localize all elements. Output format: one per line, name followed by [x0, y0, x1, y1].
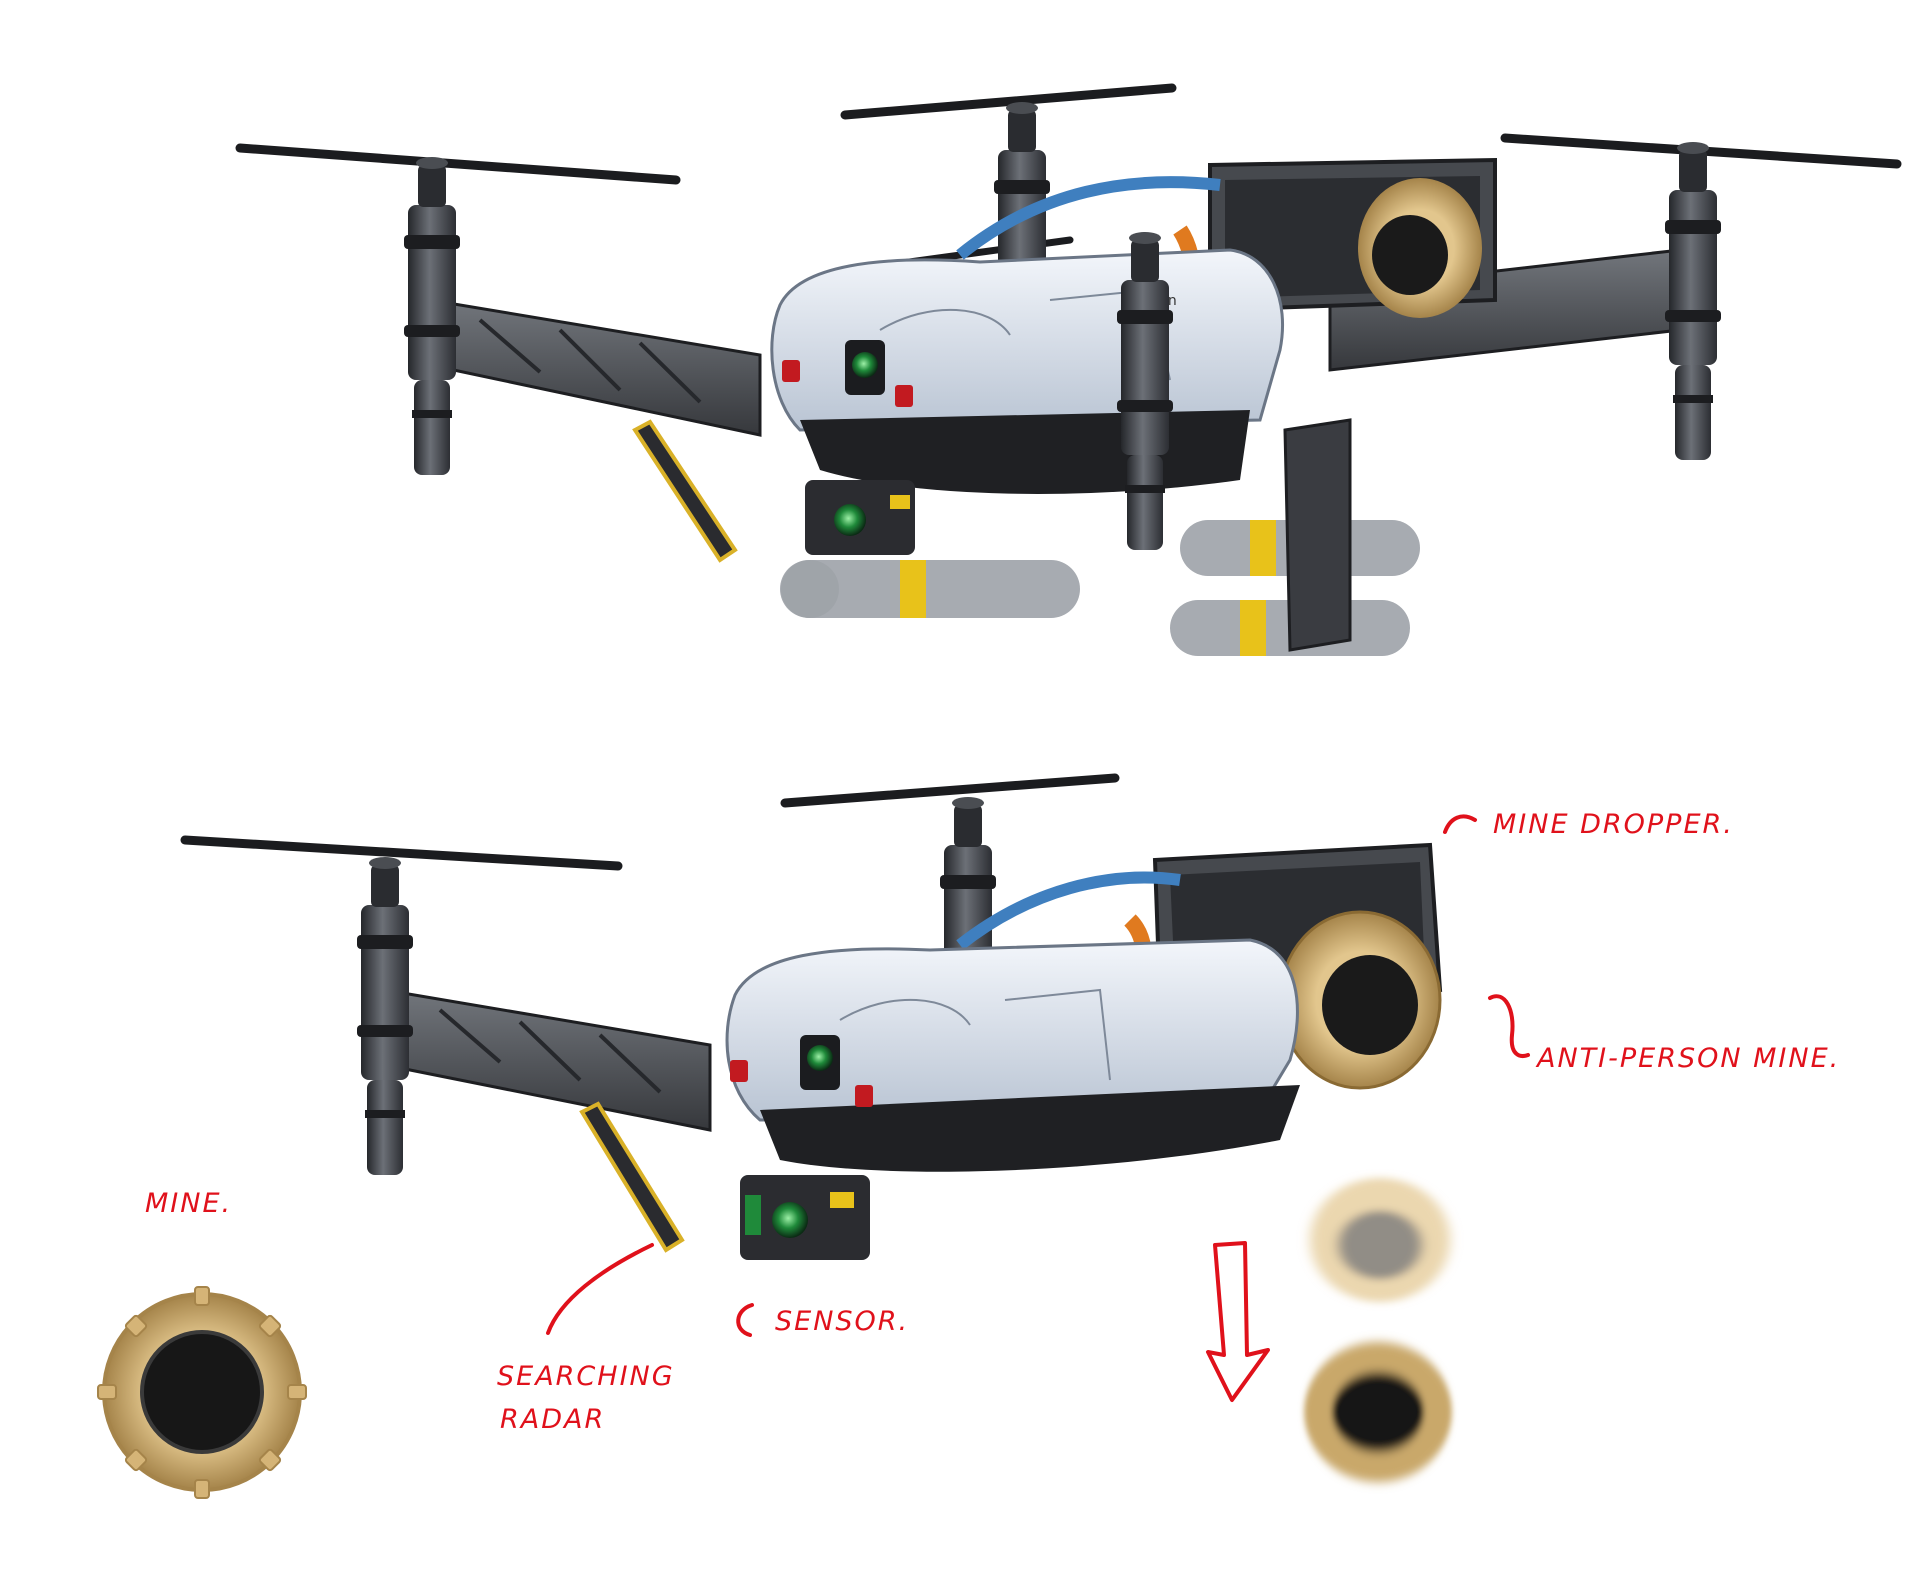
label-anti-person-mine: ANTI-PERSON MINE.	[1535, 1043, 1840, 1074]
sensor-block	[740, 1175, 870, 1260]
falling-mine	[1304, 1342, 1452, 1482]
missile	[780, 560, 1080, 618]
mine-illustration	[97, 1286, 307, 1499]
drone-arm	[383, 988, 712, 1132]
camera-lens-icon	[807, 1045, 833, 1071]
sensor-block	[805, 480, 915, 555]
mine-dropper-frame	[1208, 157, 1497, 318]
propeller-blade	[235, 83, 1902, 272]
annotation-pointer	[546, 814, 1530, 1337]
searching-radar	[579, 1101, 685, 1253]
drone-body-shell	[770, 248, 1285, 432]
label-mine-dropper: MINE DROPPER.	[1493, 809, 1734, 840]
label-sensor: SENSOR.	[775, 1306, 909, 1337]
motor-pod	[357, 857, 413, 1175]
label-searching-radar-line1: SEARCHING	[497, 1361, 675, 1392]
motor-pod	[404, 157, 460, 475]
anti-person-mine	[1278, 910, 1442, 1090]
label-mine: MINE.	[145, 1188, 232, 1219]
camera-lens-icon	[852, 352, 878, 378]
propeller-blade	[180, 773, 1120, 871]
motor-pod	[1665, 142, 1721, 460]
searching-radar	[632, 419, 738, 563]
label-searching-radar-line2: RADAR	[500, 1404, 605, 1435]
drop-arrow-icon	[1206, 1241, 1270, 1402]
bottom-drone	[180, 773, 1443, 1260]
top-drone: Vision	[235, 83, 1902, 656]
falling-mine	[1310, 1178, 1450, 1302]
